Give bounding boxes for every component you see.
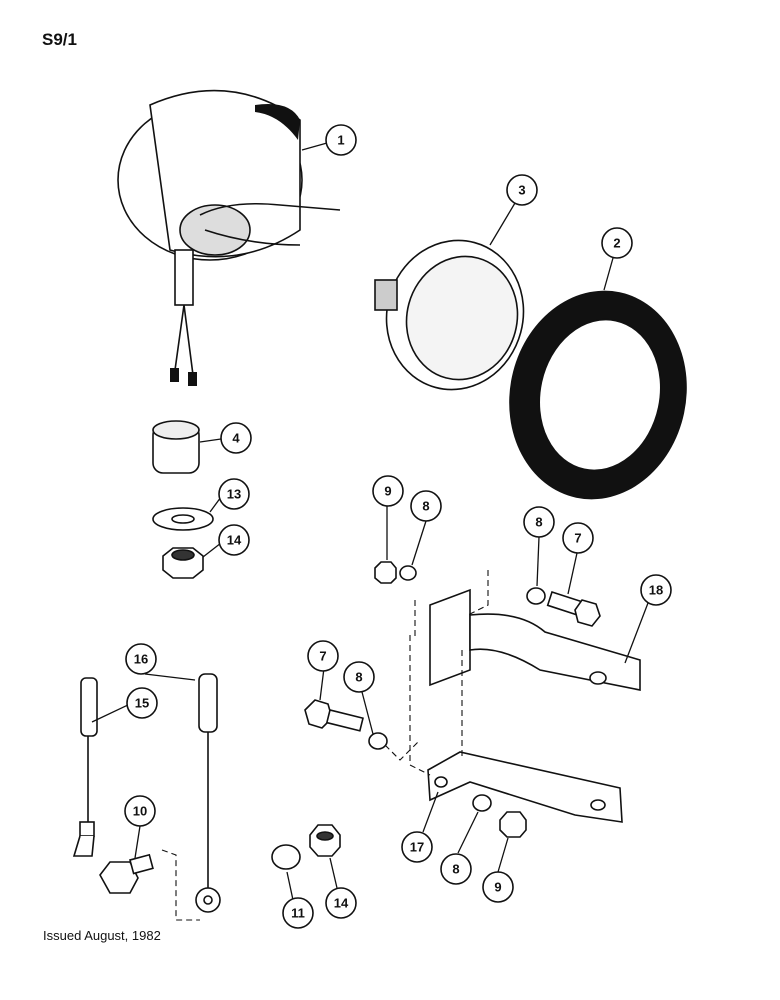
callout-11: 11: [282, 897, 314, 929]
callout-17: 17: [401, 831, 433, 863]
callout-7-middle: 7: [307, 640, 339, 672]
svg-text:9: 9: [494, 880, 501, 895]
callout-13: 13: [218, 478, 250, 510]
callout-16: 16: [125, 643, 157, 675]
lock-washer-upper: [399, 565, 417, 581]
bolt-upper: [546, 590, 601, 627]
svg-text:7: 7: [319, 649, 326, 664]
alignment-lines: [161, 570, 489, 921]
wire-terminal: [72, 677, 98, 857]
bolt-ground: [99, 853, 154, 894]
svg-text:16: 16: [134, 652, 148, 667]
callout-9-upper: 9: [372, 475, 404, 507]
svg-text:8: 8: [355, 670, 362, 685]
svg-text:2: 2: [613, 236, 620, 251]
callout-15: 15: [126, 687, 158, 719]
nut-top: [162, 547, 204, 579]
callout-8-middle: 8: [343, 661, 375, 693]
lock-washer-bracket: [526, 587, 546, 605]
flat-washer: [152, 507, 214, 531]
svg-text:14: 14: [334, 896, 349, 911]
svg-text:17: 17: [410, 840, 424, 855]
nut-upper: [374, 561, 397, 584]
nut-lower: [499, 811, 527, 838]
bolt-middle: [304, 699, 364, 732]
svg-text:7: 7: [574, 531, 581, 546]
leader-lines: [91, 142, 649, 901]
lock-washer-bottom: [271, 844, 301, 870]
callout-14-bottom: 14: [325, 887, 357, 919]
nut-bottom: [309, 824, 341, 857]
svg-text:18: 18: [649, 583, 663, 598]
issued-date: Issued August, 1982: [43, 928, 161, 943]
lock-washer-lower: [472, 794, 492, 812]
svg-text:9: 9: [384, 484, 391, 499]
svg-text:13: 13: [227, 487, 241, 502]
callout-4: 4: [220, 422, 252, 454]
svg-text:8: 8: [422, 499, 429, 514]
callout-10: 10: [124, 795, 156, 827]
svg-text:15: 15: [135, 696, 149, 711]
sealed-beam-lamp: [374, 239, 525, 391]
lamp-housing: [117, 89, 341, 386]
rubber-ring: [509, 290, 687, 500]
callout-8-bracket: 8: [523, 506, 555, 538]
callout-9-lower: 9: [482, 871, 514, 903]
upper-bracket: [429, 588, 641, 691]
grommet: [152, 420, 200, 474]
page-code: S9/1: [42, 30, 77, 49]
svg-text:8: 8: [452, 862, 459, 877]
svg-text:8: 8: [535, 515, 542, 530]
callout-8-lower: 8: [440, 853, 472, 885]
lower-bracket: [427, 751, 623, 823]
svg-text:14: 14: [227, 533, 242, 548]
callout-7-upper: 7: [562, 522, 594, 554]
svg-text:11: 11: [291, 906, 305, 921]
svg-text:4: 4: [232, 431, 240, 446]
callout-1: 1: [325, 124, 357, 156]
svg-text:10: 10: [133, 804, 147, 819]
callout-14-top: 14: [218, 524, 250, 556]
svg-text:1: 1: [337, 133, 344, 148]
callout-2: 2: [601, 227, 633, 259]
callout-18: 18: [640, 574, 672, 606]
lock-washer-middle: [368, 732, 388, 750]
ground-wire: [195, 673, 221, 913]
callout-8-upper: 8: [410, 490, 442, 522]
callout-3: 3: [506, 174, 538, 206]
svg-text:3: 3: [518, 183, 525, 198]
